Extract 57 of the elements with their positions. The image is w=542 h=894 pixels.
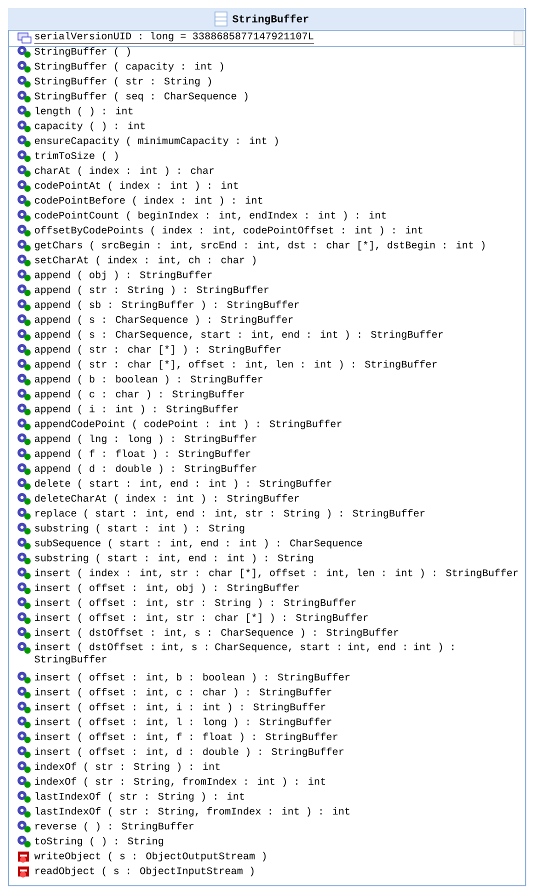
method-entry: ensureCapacity ( minimumCapacity : int ) [34,136,278,146]
method-entry: subSequence ( start : int, end : int ) : CharSequence [35,538,362,548]
method-entry: append ( sb : StringBuffer ) : StringBuffer [34,300,299,310]
method-entry: substring ( start : int, end : int ) : String [35,554,314,564]
method-entry: appendCodePoint ( codePoint : int ) : StringBuffer [34,420,342,430]
method-entry: append ( str : char [*], offset : int, len : int ) : StringBuffer [34,360,437,370]
method-entry: insert ( index : int, str : char [*], offset : int, len : int ) : StringBuffer [34,568,518,578]
method-entry: substring ( start : int ) : String [35,524,244,534]
method-entry: append ( i : int ) : StringBuffer [34,404,238,414]
method-entry: delete ( start : int, end : int ) : StringBuffer [34,479,332,489]
method-entry: setCharAt ( index : int, ch : char ) [35,256,256,266]
class-name: StringBuffer [232,14,308,25]
method-entry: lastIndexOf ( str : String ) : int [36,792,244,802]
method-entry: writeObject ( s : ObjectOutputStream ) [34,852,266,862]
method-entry: trimToSize ( ) [35,152,118,162]
method-entry: append ( c : char ) : StringBuffer [34,390,244,400]
method-entry: insert ( offset : int, i : int ) : StringBuffer [34,702,326,712]
method-entry: offsetByCodePoints ( index : int, codePointOffset : int ) : int [34,226,422,236]
method-entry: codePointCount ( beginIndex : int, endIndex : int ) : int [34,211,386,221]
field-entry: serialVersionUID : long = 3388685877147921107L [34,32,314,44]
method-entry: getChars ( srcBegin : int, srcEnd : int, dst : char [*], dstBegin : int ) [34,241,485,250]
method-entry: deleteCharAt ( index : int ) : StringBuffer [34,494,299,504]
method-entry: append ( f : float ) : StringBuffer [34,450,250,460]
method-entry: insert ( dstOffset : int, s : CharSequence ) : StringBuffer [34,628,398,638]
method-entry: append ( lng : long ) : StringBuffer [34,434,256,444]
method-entry: insert ( offset : int, l : long ) : StringBuffer [34,718,332,728]
method-entry: insert ( offset : int, str : String ) : StringBuffer [34,598,356,608]
method-entry: insert ( dstOffset : int, s : CharSequence, start : int, end : int ) : StringBuffer [34,642,454,664]
method-entry: insert ( offset : int, str : char [*] ) : StringBuffer [34,613,368,623]
method-entry: insert ( offset : int, d : double ) : StringBuffer [34,748,344,758]
method-entry: append ( b : boolean ) : StringBuffer [34,375,262,385]
method-entry: codePointBefore ( index : int ) : int [34,196,262,206]
method-entry: codePointAt ( index : int ) : int [34,181,238,191]
method-entry: reverse ( ) : StringBuffer [35,822,194,832]
method-entry: length ( ) : int [36,106,133,116]
method-entry: append ( obj ) : StringBuffer [34,270,212,280]
method-entry: insert ( offset : int, obj ) : StringBuffer [34,584,299,594]
method-entry: toString ( ) : String [35,836,164,846]
method-entry: StringBuffer ( ) [34,47,130,57]
method-entry: append ( s : CharSequence ) : StringBuffer [34,316,293,325]
method-entry: insert ( offset : int, f : float ) : StringBuffer [34,732,338,742]
method-entry: charAt ( index : int ) : char [34,166,214,176]
method-entry: lastIndexOf ( str : String, fromIndex : int ) : int [36,807,350,817]
method-entry: capacity ( ) : int [34,122,145,132]
method-entry: StringBuffer ( str : String ) [34,77,211,87]
method-entry: append ( str : String ) : StringBuffer [34,286,268,296]
method-entry: append ( s : CharSequence, start : int, end : int ) : StringBuffer [34,330,443,340]
method-entry: insert ( offset : int, b : boolean ) : StringBuffer [34,673,350,683]
method-entry: indexOf ( str : String ) : int [34,762,220,772]
method-entry: StringBuffer ( capacity : int ) [34,62,224,72]
method-entry: indexOf ( str : String, fromIndex : int ) : int [34,777,326,787]
method-entry: StringBuffer ( seq : CharSequence ) [34,92,248,102]
method-entry: append ( d : double ) : StringBuffer [34,464,256,474]
method-entry: readObject ( s : ObjectInputStream ) [35,866,254,876]
method-entry: replace ( start : int, end : int, str : String ) : StringBuffer [35,509,424,519]
method-entry: append ( str : char [*] ) : StringBuffer [34,345,281,355]
method-entry: insert ( offset : int, c : char ) : StringBuffer [34,688,332,698]
